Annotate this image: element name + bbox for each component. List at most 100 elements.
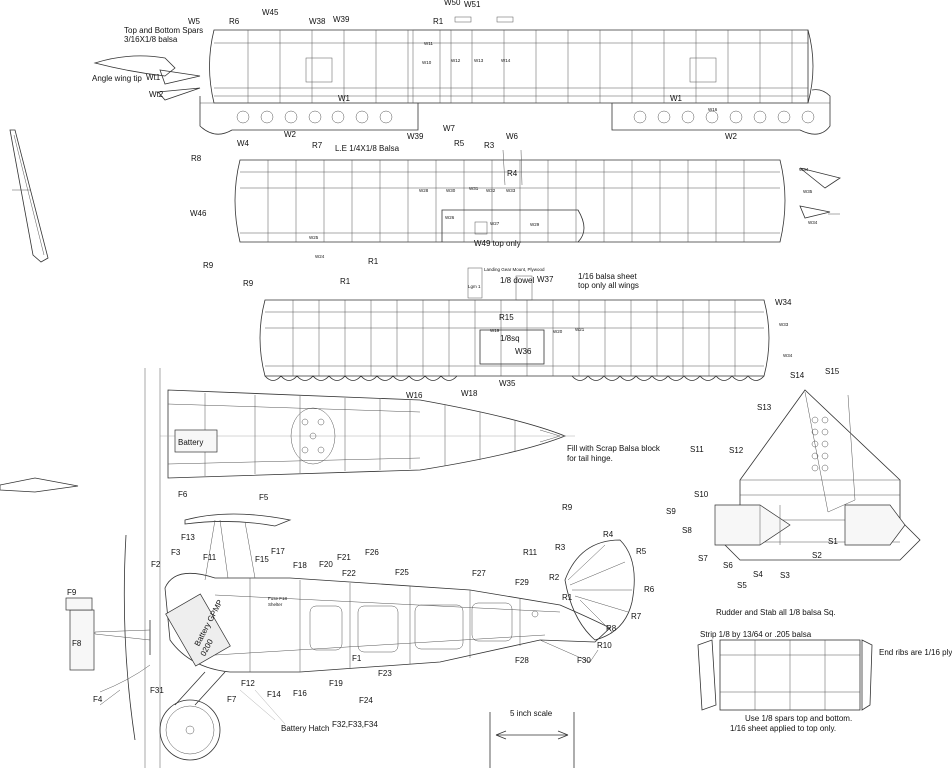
part-label: W32 bbox=[486, 188, 496, 193]
part-label: R3 bbox=[555, 543, 566, 552]
sq-note: 1/8sq bbox=[500, 334, 520, 343]
part-label: R5 bbox=[636, 547, 647, 556]
part-label: R3 bbox=[484, 141, 495, 150]
part-label: R1 bbox=[433, 17, 444, 26]
balsa-sheet-note-line2: top only all wings bbox=[578, 281, 639, 290]
part-label: S9 bbox=[666, 507, 676, 516]
le-balsa-note: L.E 1/4X1/8 Balsa bbox=[335, 144, 400, 153]
part-label: R9 bbox=[203, 261, 214, 270]
part-label: R4 bbox=[603, 530, 614, 539]
part-label: R6 bbox=[229, 17, 240, 26]
part-label: W7 bbox=[443, 124, 456, 133]
spars-note-line2: 3/16X1/8 balsa bbox=[124, 35, 178, 44]
part-label: W1 bbox=[338, 94, 351, 103]
part-label: W45 bbox=[262, 8, 279, 17]
part-label: F25 bbox=[395, 568, 409, 577]
part-label: W33 bbox=[779, 322, 789, 327]
battery-label: Battery bbox=[178, 438, 203, 447]
part-label: S10 bbox=[694, 490, 709, 499]
part-label: W4 bbox=[237, 139, 250, 148]
part-label: F17 bbox=[271, 547, 285, 556]
part-label: R1 bbox=[340, 277, 351, 286]
scale-label: 5 inch scale bbox=[510, 709, 553, 718]
part-label: R9 bbox=[562, 503, 573, 512]
part-label: F23 bbox=[378, 669, 392, 678]
part-label: F11 bbox=[203, 553, 217, 562]
part-label: S14 bbox=[790, 371, 805, 380]
part-label: R6 bbox=[644, 585, 655, 594]
part-label: W16 bbox=[406, 391, 423, 400]
part-label: F18 bbox=[293, 561, 307, 570]
part-label: F20 bbox=[319, 560, 333, 569]
wing-tip-sketches bbox=[93, 55, 201, 101]
part-label: F12 bbox=[241, 679, 255, 688]
stabilizer bbox=[714, 389, 921, 561]
part-label: W36 bbox=[515, 347, 532, 356]
end-ribs-note: End ribs are 1/16 ply bbox=[879, 648, 952, 657]
part-label: F1 bbox=[352, 654, 362, 663]
part-label: R1 bbox=[562, 593, 573, 602]
part-label: W38 bbox=[309, 17, 326, 26]
spars-top-bottom-note-line1: Use 1/8 spars top and bottom. bbox=[745, 714, 852, 723]
rudder-stab-note: Rudder and Stab all 1/8 balsa Sq. bbox=[716, 608, 836, 617]
part-label: W2 bbox=[284, 130, 297, 139]
part-label: F8 bbox=[72, 639, 82, 648]
part-label: F15 bbox=[255, 555, 269, 564]
part-label: W12 bbox=[451, 58, 461, 63]
part-label: W13 bbox=[474, 58, 484, 63]
part-label: W25 bbox=[309, 235, 319, 240]
part-label: F32,F33,F34 bbox=[332, 720, 378, 729]
part-label: R7 bbox=[631, 612, 642, 621]
part-label: F19 bbox=[329, 679, 343, 688]
part-label: W39 bbox=[407, 132, 424, 141]
fuselage-side-view bbox=[65, 513, 611, 761]
part-label: F5 bbox=[259, 493, 269, 502]
part-label: W6 bbox=[506, 132, 519, 141]
lower-wing-plan bbox=[259, 267, 770, 381]
strip-note: Strip 1/8 by 13/64 or .205 balsa bbox=[700, 630, 812, 639]
part-label: W21 bbox=[575, 327, 585, 332]
part-label: R4 bbox=[507, 169, 518, 178]
part-label: W34 bbox=[799, 167, 809, 172]
part-label: W2 bbox=[725, 132, 738, 141]
part-label: R1 bbox=[368, 257, 379, 266]
part-label: S15 bbox=[825, 367, 840, 376]
part-label: W16 bbox=[708, 107, 718, 112]
part-label: R11 bbox=[523, 548, 538, 557]
part-label: R9 bbox=[243, 279, 254, 288]
part-label: S13 bbox=[757, 403, 772, 412]
part-label: W35 bbox=[499, 379, 516, 388]
part-label: F22 bbox=[342, 569, 356, 578]
part-label: F16 bbox=[293, 689, 307, 698]
fill-note-line2: for tail hinge. bbox=[567, 454, 613, 463]
part-label: W31 bbox=[469, 186, 479, 191]
part-label: W19 bbox=[490, 328, 500, 333]
part-label: S8 bbox=[682, 526, 692, 535]
part-label: S7 bbox=[698, 554, 708, 563]
scale-bar bbox=[489, 712, 575, 768]
part-label: F21 bbox=[337, 553, 351, 562]
part-label: F29 bbox=[515, 578, 529, 587]
part-label: W46 bbox=[190, 209, 207, 218]
part-label: F2 bbox=[151, 560, 161, 569]
shelter-note-line2: Shelter bbox=[268, 602, 283, 607]
lgm-note: Lgm 1 bbox=[468, 284, 481, 289]
part-label: F6 bbox=[178, 490, 188, 499]
part-label: R7 bbox=[312, 141, 323, 150]
w49-note: W49 top only bbox=[474, 239, 521, 248]
spars-note-line1: Top and Bottom Spars bbox=[124, 26, 203, 35]
shelter-note-line1: Fuse F18 bbox=[268, 596, 288, 601]
part-label: W14 bbox=[501, 58, 511, 63]
balsa-sheet-note-line1: 1/16 balsa sheet bbox=[578, 272, 637, 281]
part-label: S11 bbox=[690, 445, 704, 454]
part-label: F24 bbox=[359, 696, 373, 705]
part-label: W39 bbox=[333, 15, 350, 24]
angle-wing-tip-note: Angle wing tip bbox=[92, 74, 142, 83]
part-label: W35 bbox=[803, 189, 813, 194]
part-label: R2 bbox=[549, 573, 560, 582]
